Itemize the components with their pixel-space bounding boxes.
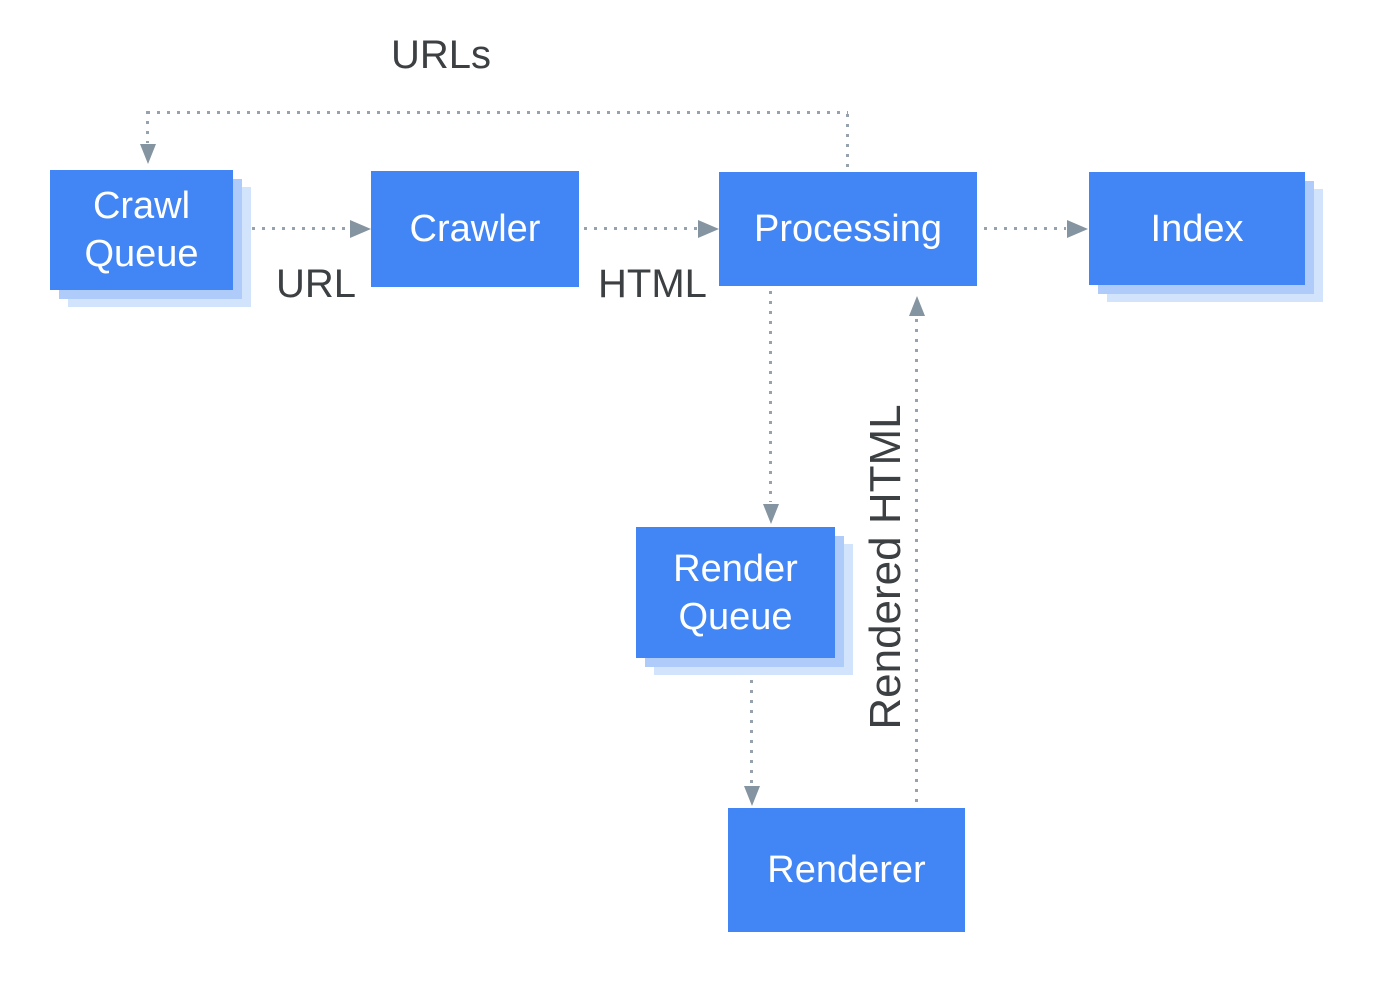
node-crawl-queue: Crawl Queue bbox=[50, 170, 233, 290]
edge-urls-loop-left-line bbox=[146, 111, 149, 143]
node-render-queue: Render Queue bbox=[636, 527, 835, 658]
node-crawler-label: Crawler bbox=[409, 208, 541, 250]
arrowhead-into-renderer bbox=[744, 786, 760, 806]
edge-processing-to-render-queue-line bbox=[769, 291, 772, 502]
node-index-label: Index bbox=[1150, 207, 1244, 250]
arrowhead-into-index bbox=[1067, 220, 1088, 238]
edge-label-rendered-html: Rendered HTML bbox=[861, 404, 910, 730]
arrowhead-into-processing-bottom bbox=[909, 296, 925, 316]
edge-crawler-to-processing-line bbox=[584, 227, 697, 230]
node-crawler: Crawler bbox=[371, 171, 579, 287]
node-renderer-label: Renderer bbox=[767, 849, 926, 891]
arrowhead-into-crawl-queue bbox=[140, 144, 156, 164]
edge-label-url: URL bbox=[276, 262, 357, 306]
node-crawl-queue-label: Crawl Queue bbox=[84, 185, 199, 275]
edge-render-queue-to-renderer-line bbox=[750, 680, 753, 785]
arrowhead-into-render-queue bbox=[763, 504, 779, 524]
node-index: Index bbox=[1089, 172, 1305, 285]
edge-urls-loop-horizontal-line bbox=[147, 111, 848, 114]
arrowhead-into-processing bbox=[698, 220, 719, 238]
node-renderer: Renderer bbox=[728, 808, 965, 932]
node-processing-label: Processing bbox=[754, 208, 942, 250]
edge-renderer-to-processing-line bbox=[915, 319, 918, 806]
edge-urls-loop-right-line bbox=[846, 114, 849, 172]
node-render-queue-label: Render Queue bbox=[673, 547, 798, 638]
node-processing: Processing bbox=[719, 172, 977, 286]
edge-processing-to-index-line bbox=[984, 227, 1066, 230]
arrowhead-into-crawler bbox=[350, 220, 371, 238]
edge-label-urls: URLs bbox=[391, 33, 492, 77]
edge-label-html: HTML bbox=[598, 262, 707, 306]
edge-crawl-queue-to-crawler-line bbox=[252, 227, 349, 230]
